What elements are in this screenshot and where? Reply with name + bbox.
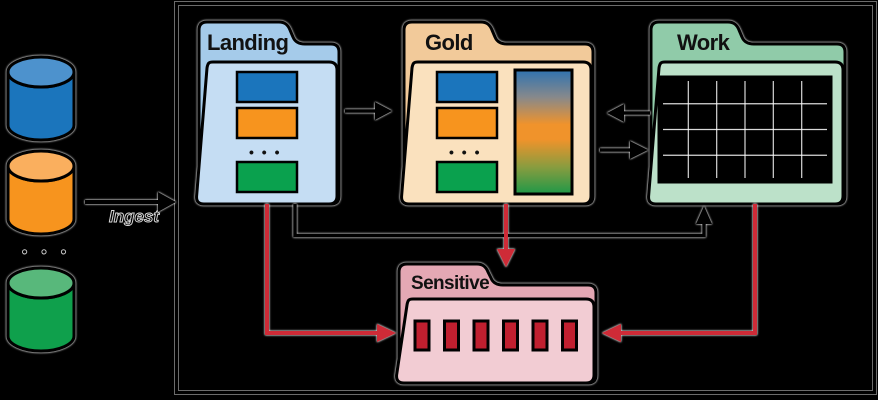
sensitive-chip-2 bbox=[443, 319, 460, 352]
source-database-3 bbox=[6, 266, 76, 353]
sensitive-chip-3 bbox=[472, 319, 490, 352]
source-database-1 bbox=[6, 55, 76, 142]
flow-work-to-gold-arrow bbox=[607, 104, 650, 122]
gold-gradient-bar bbox=[513, 68, 574, 196]
flow-gold-to-sensitive-arrow bbox=[497, 204, 515, 267]
flow-gold-to-work-arrow bbox=[600, 141, 648, 159]
work-folder: Work bbox=[647, 20, 847, 206]
sensitive-chip-6 bbox=[561, 319, 578, 352]
sensitive-folder: Sensitive bbox=[395, 262, 598, 385]
cylinder-top bbox=[6, 266, 76, 300]
flow-landing-to-work-arrow bbox=[293, 204, 712, 238]
sensitive-folder-label: Sensitive bbox=[411, 273, 489, 294]
lake-boundary-box bbox=[175, 2, 876, 394]
work-folder-label: Work bbox=[677, 30, 731, 55]
more-sources-ellipsis: • • • bbox=[22, 244, 72, 262]
flow-landing-to-sensitive-arrow bbox=[265, 204, 396, 342]
gold-folder-label: Gold bbox=[425, 30, 473, 55]
source-database-2 bbox=[6, 149, 76, 236]
gold-file-2 bbox=[435, 106, 499, 140]
gold-file-3 bbox=[435, 160, 499, 194]
sensitive-chip-1 bbox=[413, 319, 431, 352]
flow-ingest-arrow bbox=[85, 192, 176, 212]
gold-folder: Gold • • • bbox=[400, 20, 595, 206]
gold-file-1 bbox=[435, 70, 499, 104]
flow-work-to-sensitive-arrow bbox=[602, 204, 757, 342]
landing-file-1 bbox=[235, 70, 299, 104]
landing-more-files-ellipsis: • • • bbox=[249, 144, 281, 160]
landing-file-3 bbox=[235, 160, 299, 194]
landing-file-2 bbox=[235, 106, 299, 140]
ingest-label: Ingest bbox=[108, 207, 160, 227]
gold-more-files-ellipsis: • • • bbox=[449, 144, 481, 160]
flow-landing-to-gold-arrow bbox=[345, 102, 392, 120]
landing-folder-label: Landing bbox=[207, 30, 288, 55]
cylinder-top bbox=[6, 149, 76, 183]
sensitive-chip-4 bbox=[502, 319, 519, 352]
work-table-grid-lines bbox=[663, 81, 827, 178]
sensitive-chip-5 bbox=[531, 319, 549, 352]
landing-folder: Landing • • • bbox=[195, 20, 341, 206]
cylinder-top bbox=[6, 55, 76, 89]
